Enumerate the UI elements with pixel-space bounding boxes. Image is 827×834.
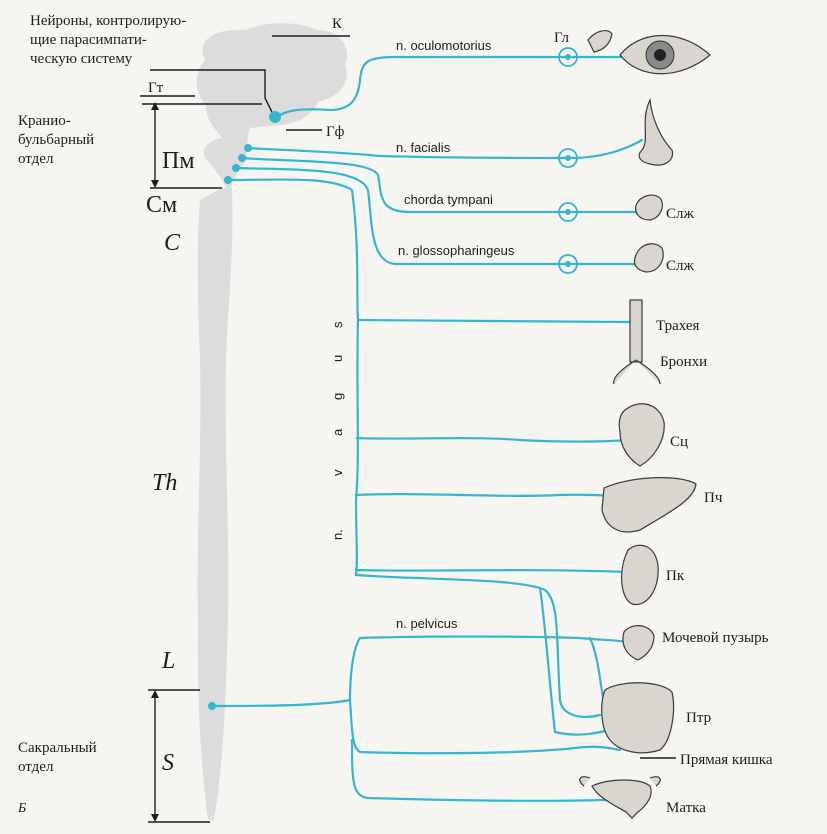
sacral-label-line2: отдел (18, 759, 54, 775)
pelvicus-uterus (352, 740, 628, 801)
sacral-arrow-bottom (151, 814, 159, 822)
trachea-icon (630, 300, 642, 362)
spinal-cord (198, 188, 233, 820)
sacral-arrow-top (151, 690, 159, 698)
pm-label: Пм (162, 148, 195, 174)
vagus-label-u: u (330, 355, 345, 362)
rectum-label: Прямая кишка (680, 752, 773, 768)
figure-letter: Б (17, 801, 26, 816)
brainstem-neuron-3 (232, 164, 240, 172)
ciliary-small-icon (588, 31, 612, 52)
ganglia (208, 48, 577, 710)
slzh-1-label: Слж (666, 206, 694, 222)
intestine-organ: Птр Прямая кишка (602, 683, 773, 768)
gland-1-icon (636, 195, 663, 220)
vagus-trachea (358, 320, 638, 322)
vagus-label-v: v (330, 469, 345, 476)
sacral-trunk (212, 700, 350, 706)
facialis-postgang (572, 140, 642, 158)
neurons-label-line2: щие парасимпати- (30, 32, 147, 48)
otic-ganglion-core (565, 261, 571, 267)
cranio-arrow-top (151, 102, 159, 110)
sm-label: См (146, 192, 177, 218)
brainstem-neuron-1 (244, 144, 252, 152)
brainstem-neuron-2 (238, 154, 246, 162)
gt-label: Гт (148, 80, 164, 96)
th-label: Th (152, 470, 177, 496)
pterygopalatine-ganglion-core (565, 155, 571, 161)
kidney-label: Пк (666, 568, 685, 584)
organs: Гл Слж Слж Трахея Бронхи Сц Пч П (554, 30, 773, 818)
vagus-heart (357, 438, 628, 442)
sacral-neuron (208, 702, 216, 710)
nerve-pathways (212, 57, 642, 801)
vagus-label-s: s (330, 321, 345, 328)
k-label: К (332, 16, 343, 32)
trachea-label: Трахея (656, 318, 700, 334)
liver-label: Пч (704, 490, 723, 506)
vagus-label-n: n. (330, 529, 345, 540)
ciliary-ganglion-core (565, 54, 571, 60)
gland-2-icon (634, 244, 663, 272)
pelvicus-main (350, 637, 628, 701)
gl-label: Гл (554, 30, 570, 46)
uterus-label: Матка (666, 800, 706, 816)
kidney-organ: Пк (622, 545, 685, 604)
heart-organ: Сц (619, 404, 688, 466)
brainstem-neuron-4 (224, 176, 232, 184)
liver-icon (602, 478, 696, 532)
neurons-label-line1: Нейроны, контролирую- (30, 13, 186, 29)
kidney-icon (622, 545, 659, 604)
gf-neuron (269, 111, 281, 123)
trachea-organ: Трахея Бронхи (614, 300, 707, 384)
slzh-2-label: Слж (666, 258, 694, 274)
cranio-label-line3: отдел (18, 151, 54, 167)
heart-label: Сц (670, 434, 688, 450)
l-label: L (161, 648, 175, 674)
bronchi-label: Бронхи (660, 354, 707, 370)
left-labels: Нейроны, контролирую- щие парасимпати- ч… (17, 13, 350, 822)
neurons-label-line3: ческую систему (30, 51, 133, 67)
intestine-label: Птр (686, 710, 711, 726)
vagus-kidney (356, 570, 628, 572)
gland-1-organ: Слж (636, 195, 695, 222)
uterus-organ: Матка (580, 777, 706, 818)
nose-icon (639, 100, 672, 165)
brain-and-spinal-cord (197, 23, 347, 820)
eye-organ: Гл (554, 30, 710, 74)
bladder-label: Мочевой пузырь (662, 630, 769, 646)
chorda-label: chorda tympani (404, 192, 493, 207)
c-label: C (164, 230, 181, 256)
pelvicus-rectum (350, 700, 620, 753)
bronchi-icon (614, 360, 660, 384)
brain-shape (197, 23, 347, 190)
vagus-trunk (228, 179, 358, 575)
gland-2-organ: Слж (634, 244, 694, 274)
bladder-organ: Мочевой пузырь (623, 626, 769, 660)
pupil-icon (654, 49, 666, 61)
vagus-liver (356, 494, 620, 496)
bladder-icon (623, 626, 654, 660)
gf-label: Гф (326, 124, 345, 140)
nose-organ (639, 100, 672, 165)
cranio-label-line2: бульбарный (18, 132, 94, 148)
cranio-label-line1: Кранио- (18, 113, 71, 129)
facialis-label: n. facialis (396, 140, 451, 155)
vagus-label-a: a (330, 428, 345, 436)
liver-organ: Пч (602, 478, 723, 532)
oculomotorius-label: n. oculomotorius (396, 38, 492, 53)
sacral-label-line1: Сакральный (18, 740, 97, 756)
vagus-intestine-2 (540, 588, 610, 735)
vagus-label-g: g (330, 393, 345, 400)
vagus-intestine (356, 575, 600, 717)
pelvicus-label: n. pelvicus (396, 616, 458, 631)
cranio-arrow-bottom (151, 180, 159, 188)
submandibular-ganglion-core (565, 209, 571, 215)
heart-icon (619, 404, 664, 466)
glosso-label: n. glossopharingeus (398, 243, 515, 258)
intestine-icon (602, 683, 674, 753)
s-label: S (162, 750, 174, 776)
